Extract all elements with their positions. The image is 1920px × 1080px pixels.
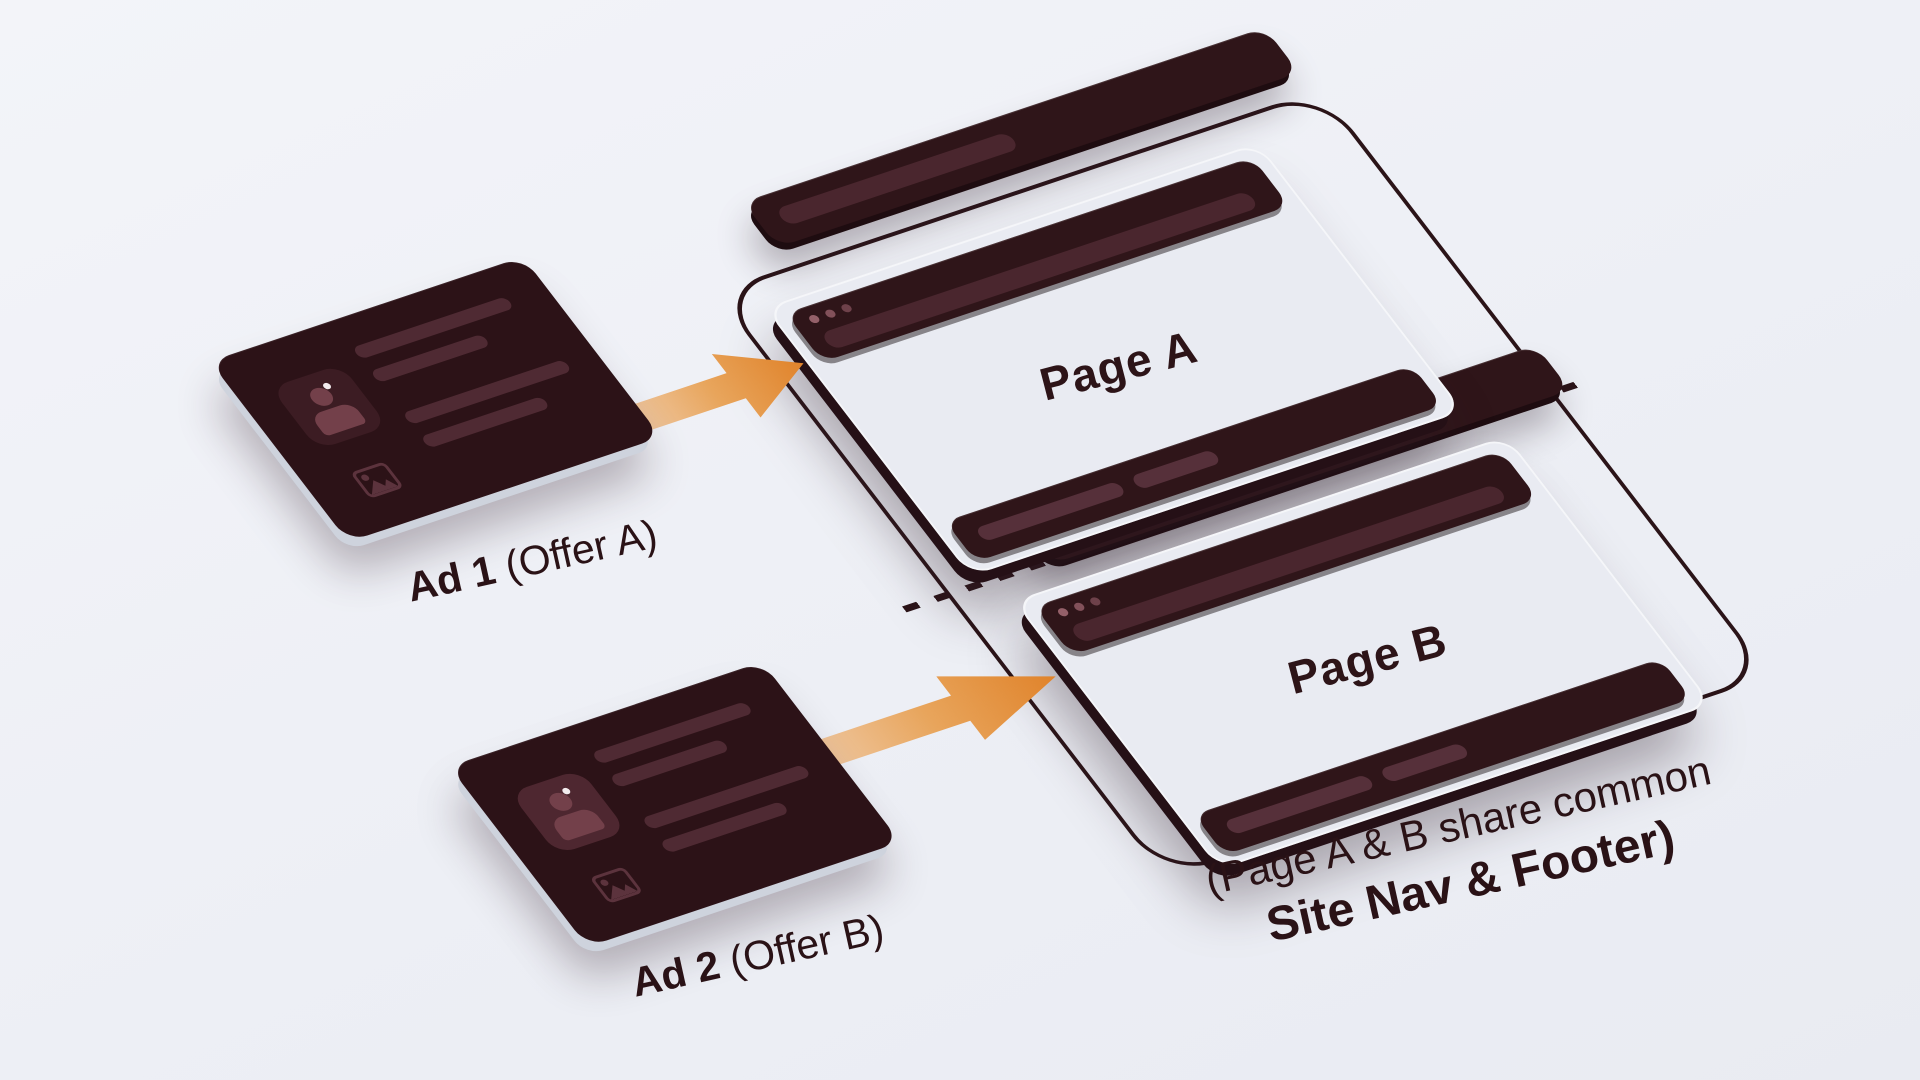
window-dot: [1088, 596, 1103, 607]
avatar-head: [544, 790, 577, 814]
window-dot: [823, 308, 838, 319]
window-dot: [839, 303, 854, 314]
ad-1-label-bold: Ad 1: [402, 546, 500, 611]
window-dot: [1072, 601, 1087, 613]
footer-link-pill: [1129, 449, 1222, 490]
window-dots-icon: [807, 303, 854, 325]
footer-link-pill: [1378, 742, 1471, 784]
photo-icon: [350, 461, 405, 499]
ad-card-2: [449, 661, 901, 947]
user-avatar-icon: [270, 364, 389, 450]
ad-2-label-bold: Ad 2: [627, 941, 725, 1006]
window-dot: [1055, 607, 1071, 618]
ad-1-label-rest: (Offer A): [489, 510, 662, 592]
user-avatar-icon: [509, 769, 628, 855]
window-dot: [807, 313, 822, 325]
ad-2-label-rest: (Offer B): [714, 905, 888, 987]
photo-icon: [589, 866, 644, 904]
avatar-head: [305, 385, 338, 409]
window-dots-icon: [1055, 596, 1103, 618]
avatar-body: [549, 806, 607, 842]
avatar-body: [309, 401, 368, 437]
ad-card-1: [209, 256, 662, 542]
